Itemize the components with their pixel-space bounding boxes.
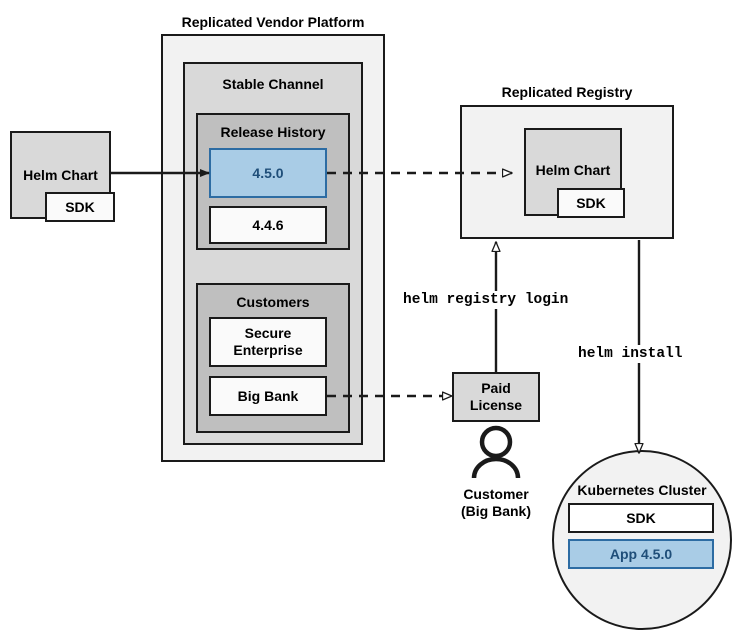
- customer-actor-caption: Customer (Big Bank): [461, 486, 531, 519]
- registry-sdk-box[interactable]: SDK: [557, 188, 625, 218]
- source-sdk-label: SDK: [65, 198, 95, 215]
- customers-title: Customers: [236, 294, 310, 310]
- customer-item-secure-enterprise[interactable]: Secure Enterprise: [209, 317, 327, 367]
- stable-channel-title: Stable Channel: [222, 76, 324, 92]
- cluster-component-label: SDK: [626, 509, 656, 526]
- registry-helm-chart-label: Helm Chart: [535, 162, 611, 178]
- kubernetes-cluster-title: Kubernetes Cluster: [577, 482, 707, 498]
- source-sdk-box[interactable]: SDK: [45, 192, 115, 222]
- release-history-title: Release History: [220, 124, 326, 140]
- source-helm-chart-label: Helm Chart: [23, 167, 98, 183]
- release-item-4-4-6[interactable]: 4.4.6: [209, 206, 327, 244]
- customer-name-label: Big Bank: [237, 387, 299, 404]
- registry-title: Replicated Registry: [501, 84, 633, 100]
- cluster-component-label: App 4.5.0: [609, 545, 673, 562]
- platform-title: Replicated Vendor Platform: [181, 14, 365, 30]
- command-helm-registry-login: helm registry login: [400, 291, 572, 309]
- release-version-label: 4.5.0: [252, 164, 284, 181]
- cluster-component-app[interactable]: App 4.5.0: [568, 539, 714, 569]
- release-item-4-5-0[interactable]: 4.5.0: [209, 148, 327, 198]
- registry-sdk-label: SDK: [576, 194, 606, 211]
- customer-name-label: Secure Enterprise: [233, 325, 303, 358]
- customer-item-big-bank[interactable]: Big Bank: [209, 376, 327, 416]
- paid-license-label: Paid License: [469, 380, 523, 413]
- paid-license-box[interactable]: Paid License: [452, 372, 540, 422]
- cluster-component-sdk[interactable]: SDK: [568, 503, 714, 533]
- release-version-label: 4.4.6: [252, 216, 284, 233]
- person-icon: [471, 425, 521, 479]
- command-helm-install: helm install: [575, 345, 686, 363]
